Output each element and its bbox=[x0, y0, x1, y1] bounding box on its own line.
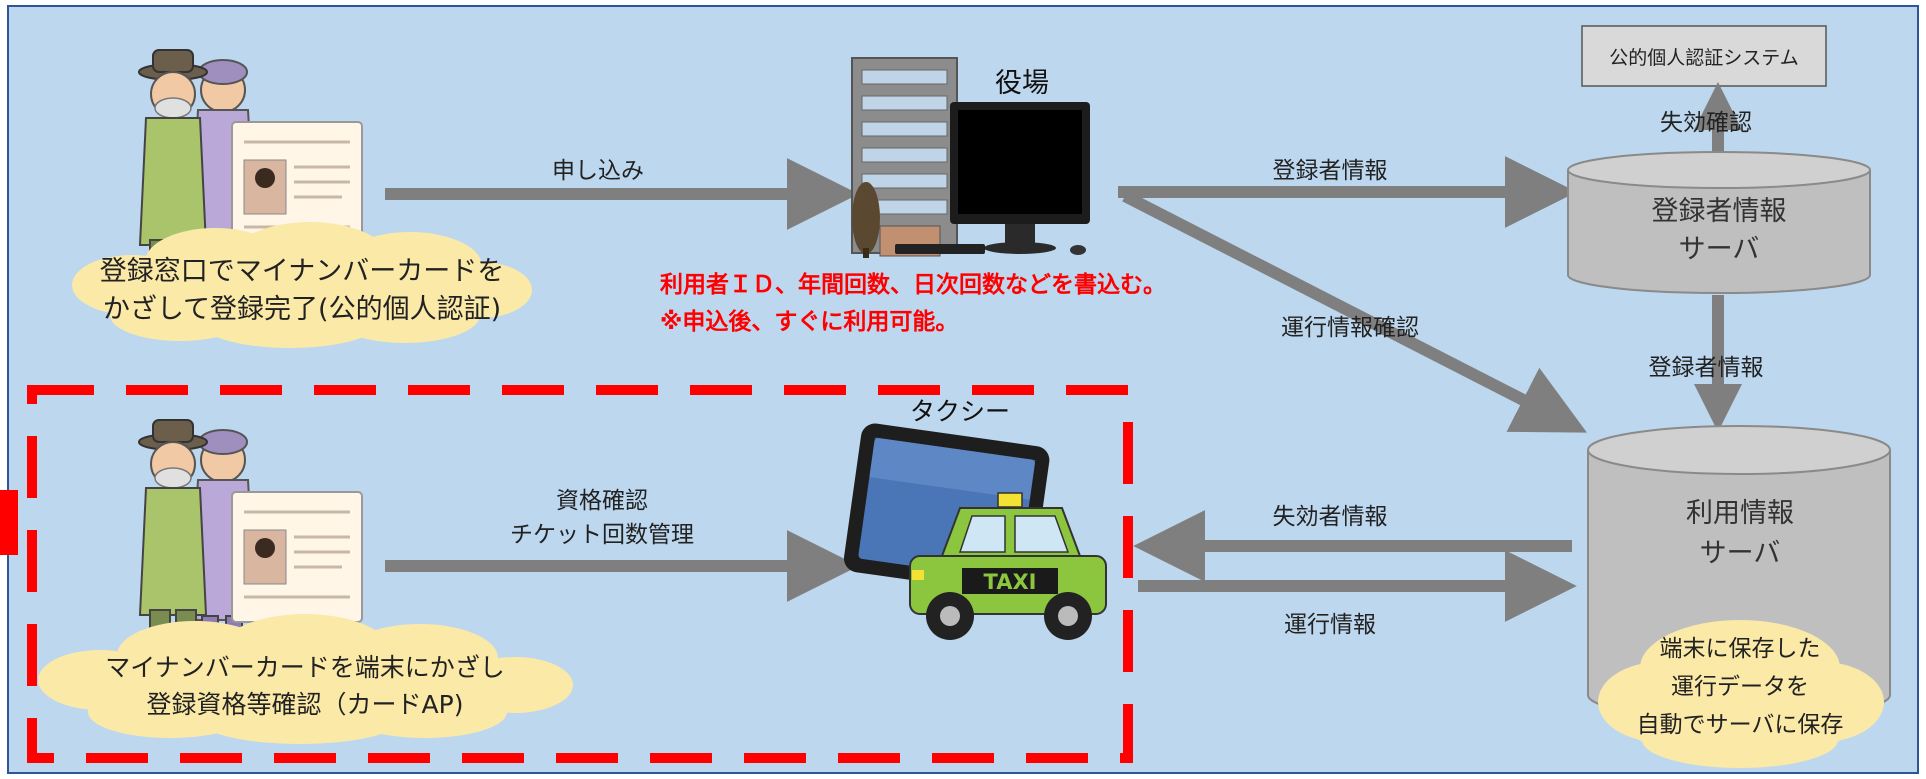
registration-cloud: 登録窓口でマイナンバーカードを かざして登録完了(公的個人認証) bbox=[72, 222, 532, 348]
public-auth-system-label: 公的個人認証システム bbox=[1609, 47, 1798, 69]
my-number-card-icon bbox=[231, 121, 363, 253]
server-link-label: 登録者情報 bbox=[1649, 355, 1764, 381]
operation-confirm-arrow-label: 運行情報確認 bbox=[1281, 315, 1419, 341]
registration-cloud-line1: 登録窓口でマイナンバーカードを bbox=[100, 256, 504, 287]
card-check-cloud-line2: 登録資格等確認（カードAP) bbox=[147, 690, 464, 719]
revoked-info-label: 失効者情報 bbox=[1273, 504, 1388, 530]
registration-cloud-line2: かざして登録完了(公的個人認証) bbox=[103, 294, 501, 325]
qualification-check-label-line2: チケット回数管理 bbox=[510, 522, 694, 548]
public-auth-system-box bbox=[1581, 25, 1827, 87]
computer-monitor-icon bbox=[895, 102, 1090, 255]
operation-info-label: 運行情報 bbox=[1284, 612, 1376, 638]
office-label: 役場 bbox=[995, 68, 1049, 99]
usage-server-label-line1: 利用情報 bbox=[1686, 498, 1794, 529]
taxi-sign-text: TAXI bbox=[984, 570, 1037, 594]
operation-confirm-arrow bbox=[1122, 190, 1587, 433]
registrant-info-arrow-label: 登録者情報 bbox=[1273, 158, 1388, 184]
qualification-check-label-line1: 資格確認 bbox=[556, 488, 648, 514]
auto-save-cloud-line3: 自動でサーバに保存 bbox=[1637, 712, 1844, 738]
my-number-card-icon bbox=[231, 491, 363, 623]
red-edge-marker bbox=[0, 490, 18, 555]
registrant-server-label-line2: サーバ bbox=[1679, 234, 1760, 265]
registrant-server-icon bbox=[1567, 151, 1871, 294]
card-check-cloud-line1: マイナンバーカードを端末にかざし bbox=[105, 653, 505, 682]
card-check-cloud: マイナンバーカードを端末にかざし 登録資格等確認（カードAP) bbox=[38, 614, 573, 744]
town-office-building-icon bbox=[851, 57, 958, 258]
taxi-label: タクシー bbox=[910, 397, 1010, 426]
auto-save-cloud: 端末に保存した 運行データを 自動でサーバに保存 bbox=[1598, 620, 1884, 768]
auto-save-cloud-line2: 運行データを bbox=[1671, 674, 1809, 700]
highlight-dashed-box bbox=[27, 385, 1133, 763]
red-note-line2: ※申込後、すぐに利用可能。 bbox=[660, 308, 958, 335]
auto-save-cloud-line1: 端末に保存した bbox=[1660, 636, 1821, 662]
taxi-icon: TAXI bbox=[909, 492, 1107, 640]
red-note-line1: 利用者ＩＤ、年間回数、日次回数などを書込む。 bbox=[660, 271, 1166, 298]
registrant-server-label-line1: 登録者情報 bbox=[1652, 196, 1787, 227]
usage-server-label-line2: サーバ bbox=[1700, 538, 1781, 569]
application-arrow-label: 申し込み bbox=[552, 158, 644, 184]
revoke-check-label: 失効確認 bbox=[1660, 110, 1752, 136]
